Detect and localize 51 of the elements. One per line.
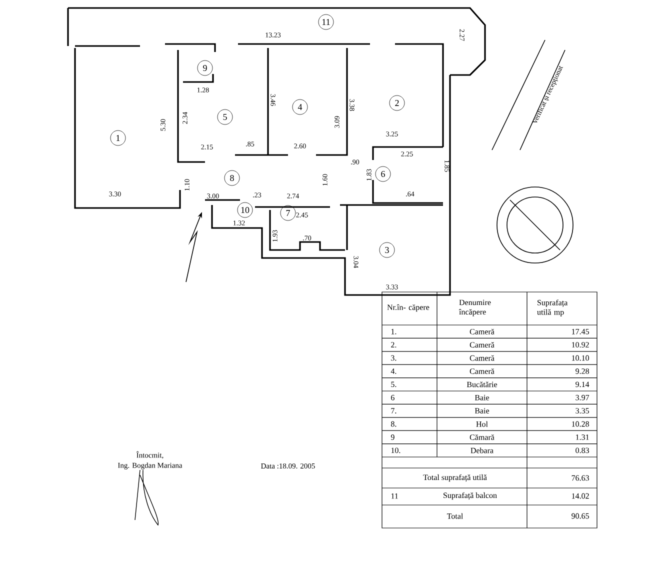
table-cell: Cameră (470, 342, 494, 348)
table-cell: Cămară (470, 434, 494, 440)
table-cell: Total suprafață utilă (423, 474, 487, 482)
table-cell: Baie (474, 408, 490, 414)
room-number: 4 (292, 99, 308, 115)
table-cell: 10.10 (572, 355, 589, 361)
table-cell: 10.28 (572, 421, 589, 427)
table-cell: Cameră (470, 355, 494, 361)
table-cell: 1. (391, 328, 396, 334)
table-cell: 8. (391, 421, 396, 427)
table-cell: Baie (474, 394, 490, 400)
room-number: 6 (375, 166, 391, 182)
table-cell: 1.31 (576, 434, 589, 440)
table-cell: 9.14 (576, 382, 590, 388)
table-cell: 11 (391, 493, 398, 499)
table-cell: 5. (391, 382, 396, 388)
table-cell: 9.28 (576, 368, 589, 374)
room-number: 11 (318, 14, 334, 30)
table-cell: 90.65 (572, 513, 589, 519)
table-cell: 14.02 (572, 493, 589, 499)
table-cell: 17.45 (572, 328, 589, 334)
table-cell: 76.63 (572, 475, 589, 481)
table-cell: 3.97 (576, 394, 590, 400)
table-cell: 2. (391, 342, 396, 348)
table-cell: 6 (391, 394, 394, 400)
room-number: 8 (224, 170, 240, 186)
table-cell: 10.92 (572, 342, 589, 348)
table-cell: Cameră (470, 328, 494, 334)
table-cell: 7. (391, 408, 396, 414)
room-number: 2 (389, 95, 405, 111)
table-cell: Bucătărie (466, 382, 498, 388)
table-cell: 10. (391, 448, 400, 454)
table-cell: Suprafața utilă mp (537, 300, 568, 316)
room-number: 1 (110, 130, 126, 146)
table-cell: Denumire încăpere (458, 300, 491, 316)
room-number: 9 (197, 60, 213, 76)
room-number: 7 (280, 205, 296, 221)
table-cell: Debara (470, 448, 494, 454)
table-cell: Total (446, 513, 463, 519)
table-cell: 3. (391, 355, 396, 361)
room-number: 5 (217, 109, 233, 125)
table-cell: 3.35 (576, 408, 589, 414)
table-cell: Nr.în- căpere (387, 304, 430, 312)
table-cell: 4. (390, 368, 396, 374)
table-cell: 0.83 (576, 448, 589, 454)
room-number: 3 (379, 242, 395, 258)
table-cell: 9 (390, 434, 394, 440)
room-number: 10 (237, 202, 253, 218)
table-cell: Hol (476, 421, 488, 427)
table-cell: Cameră (470, 368, 494, 374)
table-cell: Suprafață balcon (444, 492, 497, 500)
